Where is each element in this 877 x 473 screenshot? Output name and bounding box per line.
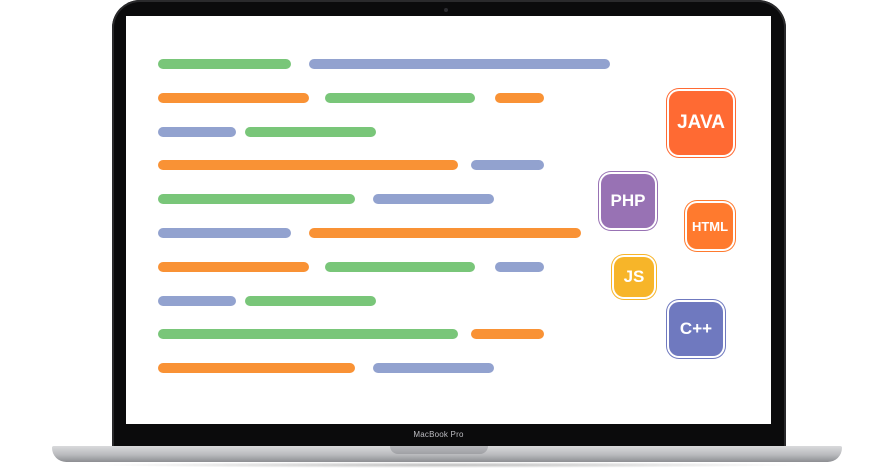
html-label: HTML [691, 218, 729, 234]
code-line-6-segment-2 [309, 228, 581, 238]
php-label: PHP [610, 191, 646, 210]
cpp-label: C++ [679, 319, 713, 338]
code-line-4-segment-2 [471, 160, 544, 170]
code-line-10-segment-1 [158, 363, 355, 373]
java-label: JAVA [677, 112, 725, 133]
cpp-badge: C++ [669, 302, 723, 356]
js-label: JS [623, 267, 645, 286]
brand-label: MacBook Pro [413, 430, 464, 439]
code-line-2-segment-3 [495, 93, 544, 103]
code-line-2-segment-1 [158, 93, 309, 103]
code-line-8-segment-2 [245, 296, 376, 306]
laptop-shadow [90, 462, 805, 468]
code-line-8-segment-1 [158, 296, 236, 306]
code-line-1-segment-2 [309, 59, 610, 69]
code-line-10-segment-2 [373, 363, 494, 373]
js-badge: JS [614, 257, 654, 297]
code-line-9-segment-1 [158, 329, 458, 339]
php-badge: PHP [601, 174, 655, 228]
code-line-7-segment-2 [325, 262, 475, 272]
code-line-3-segment-1 [158, 127, 236, 137]
laptop-screen: JAVA PHP HTML JS C++ [126, 16, 771, 424]
code-line-1-segment-1 [158, 59, 291, 69]
code-line-7-segment-1 [158, 262, 309, 272]
camera-icon [444, 8, 448, 12]
laptop-notch [390, 446, 488, 454]
java-badge: JAVA [669, 91, 733, 155]
code-line-2-segment-2 [325, 93, 475, 103]
code-line-3-segment-2 [245, 127, 376, 137]
laptop-base [52, 446, 842, 462]
code-line-6-segment-1 [158, 228, 291, 238]
code-line-4-segment-1 [158, 160, 458, 170]
code-line-5-segment-2 [373, 194, 494, 204]
code-line-5-segment-1 [158, 194, 355, 204]
code-line-7-segment-3 [495, 262, 544, 272]
html-badge: HTML [687, 203, 733, 249]
code-line-9-segment-2 [471, 329, 544, 339]
